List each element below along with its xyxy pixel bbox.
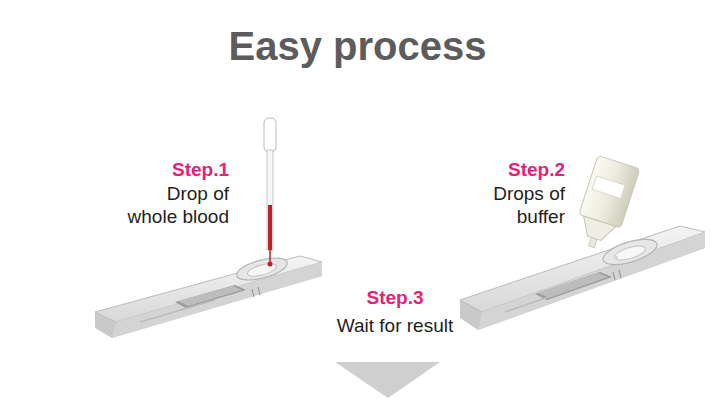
step-number: Step.1: [109, 158, 229, 181]
step-description: Wait for result: [295, 314, 495, 337]
test-cassette: [460, 226, 705, 330]
title: Easy process: [0, 24, 715, 69]
down-arrow: [335, 362, 440, 398]
step-description: Drop of whole blood: [117, 182, 229, 228]
step-description: Drops of buffer: [465, 182, 565, 228]
buffer-bottle: [570, 155, 639, 253]
step-number: Step.3: [315, 286, 475, 309]
step-number: Step.2: [445, 158, 565, 181]
pipette: [264, 118, 276, 267]
test-cassette: [95, 254, 322, 338]
